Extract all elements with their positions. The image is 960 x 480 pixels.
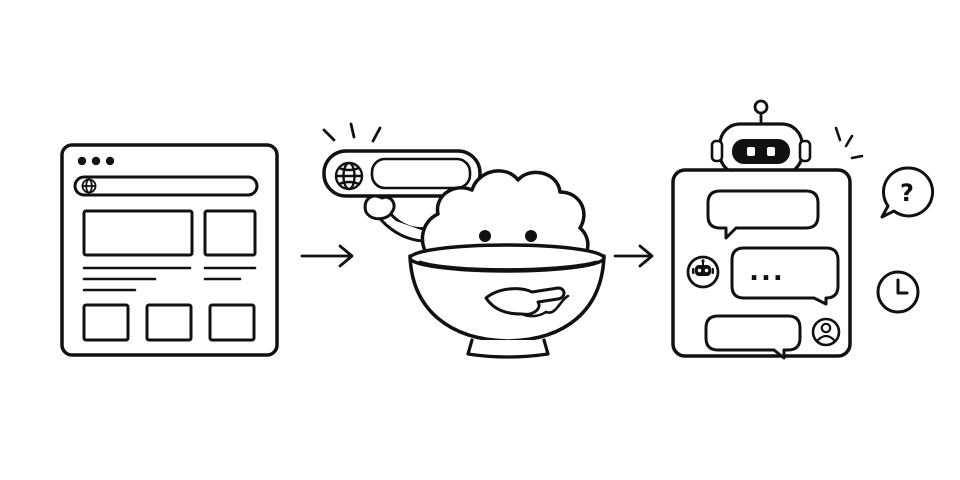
arrow-right-icon [613, 244, 654, 268]
mascot-eye-right [525, 230, 537, 242]
text-lines [82, 266, 257, 292]
clock-icon [876, 270, 920, 314]
bowl-foot [466, 338, 550, 359]
chat-bubble-incoming [706, 189, 820, 240]
chat-bubble-outgoing [704, 314, 802, 360]
robot-ear-left [710, 139, 724, 163]
bowl-rim [408, 243, 606, 273]
browser-frame [60, 143, 279, 357]
browser-address-bar [73, 175, 259, 197]
arrow-right-icon [300, 244, 354, 268]
mascot-arm-pointing [544, 294, 570, 314]
mascot-head [420, 169, 590, 266]
robot-avatar [686, 255, 720, 289]
window-control-dots [77, 156, 115, 166]
browser-window [60, 143, 279, 357]
held-url-field [370, 157, 472, 190]
typing-indicator-dots: ... [749, 257, 785, 287]
thumbnail-3 [208, 303, 256, 342]
sparkle-marks [834, 126, 864, 160]
globe-icon [334, 161, 364, 191]
thumbnail-2 [145, 303, 193, 342]
thumbnail-1 [82, 303, 130, 342]
bowl-inner-rim [418, 260, 598, 271]
user-avatar-icon [811, 317, 841, 347]
held-url-bar [322, 149, 482, 198]
window-dot-close [77, 156, 87, 166]
robot-visor [732, 139, 790, 164]
mascot-eye-left [479, 230, 491, 242]
question-bubble-icon: ? [880, 166, 935, 219]
excitement-marks [322, 122, 382, 143]
content-block-side [203, 209, 257, 257]
window-dot-maximize [105, 156, 115, 166]
robot-eye-right [767, 147, 775, 156]
robot-head-icon [710, 99, 812, 176]
bowl-mascot [322, 122, 606, 359]
chat-bubble-typing [730, 246, 840, 306]
mascot-hand-raised [363, 194, 396, 221]
content-block-hero [82, 209, 194, 257]
mascot-finger-line [520, 310, 548, 318]
robot-ear-right [798, 139, 812, 163]
globe-icon [81, 178, 97, 194]
question-mark: ? [900, 179, 914, 207]
mascot-hand-pointing [484, 286, 566, 316]
window-dot-minimize [91, 156, 101, 166]
chat-panel: ... ? [671, 99, 935, 360]
robot-eye-left [747, 147, 755, 156]
robot-icon [692, 259, 714, 276]
